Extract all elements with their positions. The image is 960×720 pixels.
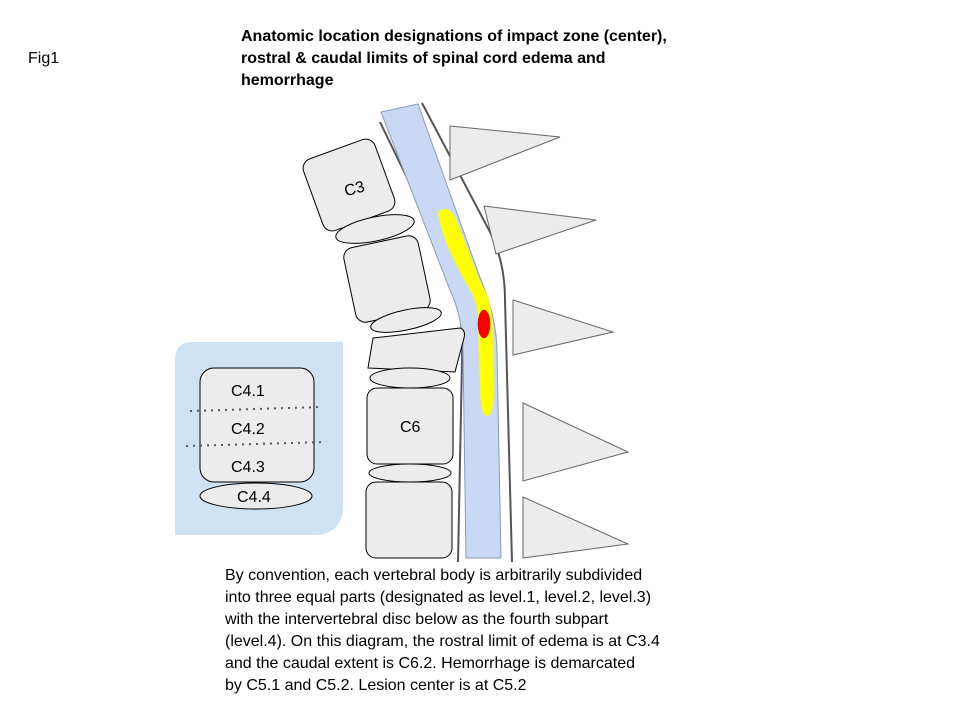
disc-c4-c5	[370, 307, 442, 333]
spinous-process-5	[522, 496, 630, 559]
disc-c6-c7	[368, 463, 452, 483]
disc-c5-c6	[369, 367, 451, 389]
spinous-process-2	[483, 205, 597, 255]
inset-label-c4-4: C4.4	[237, 489, 271, 506]
hemorrhage-center	[477, 309, 491, 339]
inset-vertebral-body	[199, 367, 315, 483]
spinous-process-4	[522, 402, 630, 482]
inset-label-c4-1: C4.1	[231, 383, 265, 400]
inset-disc	[199, 482, 313, 510]
inset-division-line-1	[189, 406, 323, 412]
figure-label: Fig1	[28, 50, 60, 67]
figure-title: Anatomic location designations of impact…	[241, 28, 667, 89]
edema-zone	[438, 208, 494, 417]
spinous-process-1	[449, 125, 561, 181]
disc-c3-c4	[335, 214, 415, 244]
inset-label-c4-2: C4.2	[231, 421, 265, 438]
vertebra-c7	[365, 481, 453, 559]
spinous-process-3	[512, 299, 615, 356]
figure-caption: By convention, each vertebral body is ar…	[225, 567, 660, 694]
inset-division-line-2	[185, 441, 327, 447]
vertebra-c5	[367, 327, 465, 373]
label-c6: C6	[400, 419, 421, 436]
label-c3: C3	[343, 179, 367, 201]
inset-label-c4-3: C4.3	[231, 459, 265, 476]
